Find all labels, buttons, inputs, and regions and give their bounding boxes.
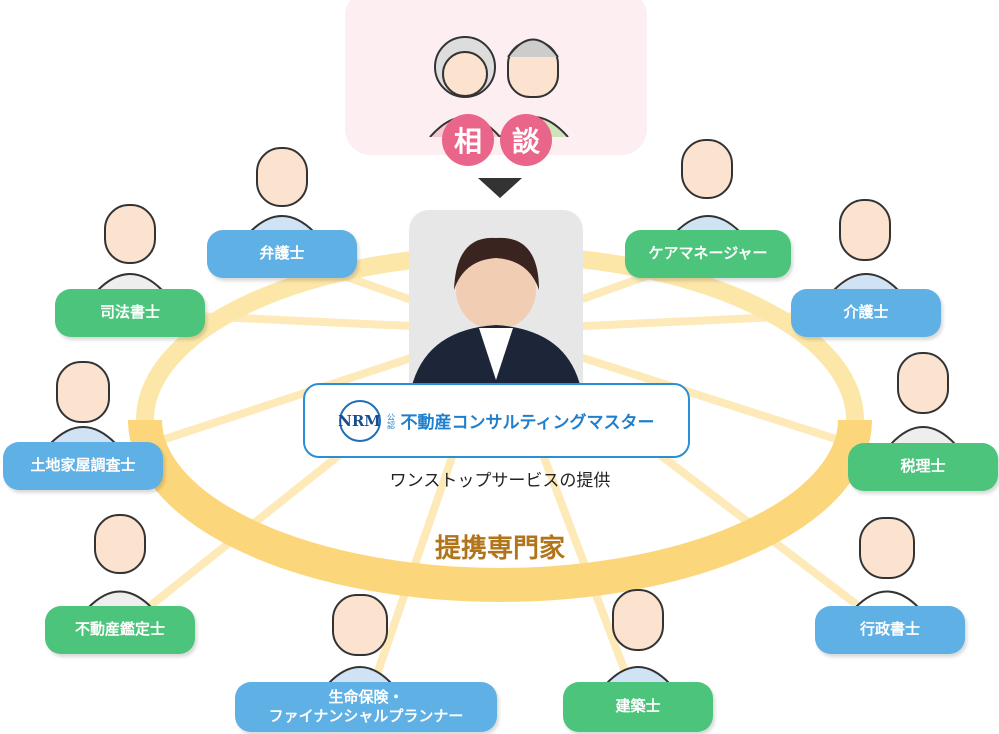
consultation-panel	[345, 0, 647, 155]
person-icon	[97, 204, 163, 291]
specialist-care-manager: ケアマネージャー	[625, 230, 791, 278]
ring-label: 提携専門家	[434, 534, 565, 564]
specialist-land-surveyor: 土地家屋調査士	[3, 442, 163, 490]
org-name: 不動産コンサルティングマスター	[400, 413, 655, 433]
specialist-architect: 建築士	[563, 682, 713, 732]
person-icon	[605, 589, 671, 685]
tagline: ワンストップサービスの提供	[389, 471, 611, 491]
person-icon	[675, 139, 741, 233]
consult-char-1: 相	[442, 114, 494, 166]
specialist-caregiver: 介護士	[791, 289, 941, 337]
ring-bottom	[128, 419, 872, 602]
person-icon	[890, 352, 956, 445]
consultant-photo	[409, 210, 583, 400]
specialist-real-estate-appraiser: 不動産鑑定士	[45, 606, 195, 654]
person-icon	[49, 361, 117, 445]
label-line-2: ファイナンシャルプランナー	[268, 707, 464, 725]
person-icon	[327, 594, 393, 685]
down-arrow-icon	[478, 178, 522, 198]
specialist-judicial-scrivener: 司法書士	[55, 289, 205, 337]
label-line-1: 生命保険・	[328, 687, 404, 706]
org-logo-box: NRM 公認 不動産コンサルティングマスター	[303, 383, 690, 458]
person-icon	[87, 514, 153, 609]
org-prefix: 公認	[386, 412, 396, 429]
consult-char-2: 談	[500, 114, 552, 166]
specialist-administrative-scrivener: 行政書士	[815, 606, 965, 654]
person-icon	[854, 517, 920, 609]
specialist-tax-accountant: 税理士	[848, 443, 998, 491]
person-icon	[833, 199, 899, 291]
nrm-logo-icon: NRM	[338, 399, 381, 442]
person-icon	[249, 147, 315, 233]
specialist-insurance-fp: 生命保険・ ファイナンシャルプランナー	[235, 682, 497, 732]
specialist-lawyer: 弁護士	[207, 230, 357, 278]
